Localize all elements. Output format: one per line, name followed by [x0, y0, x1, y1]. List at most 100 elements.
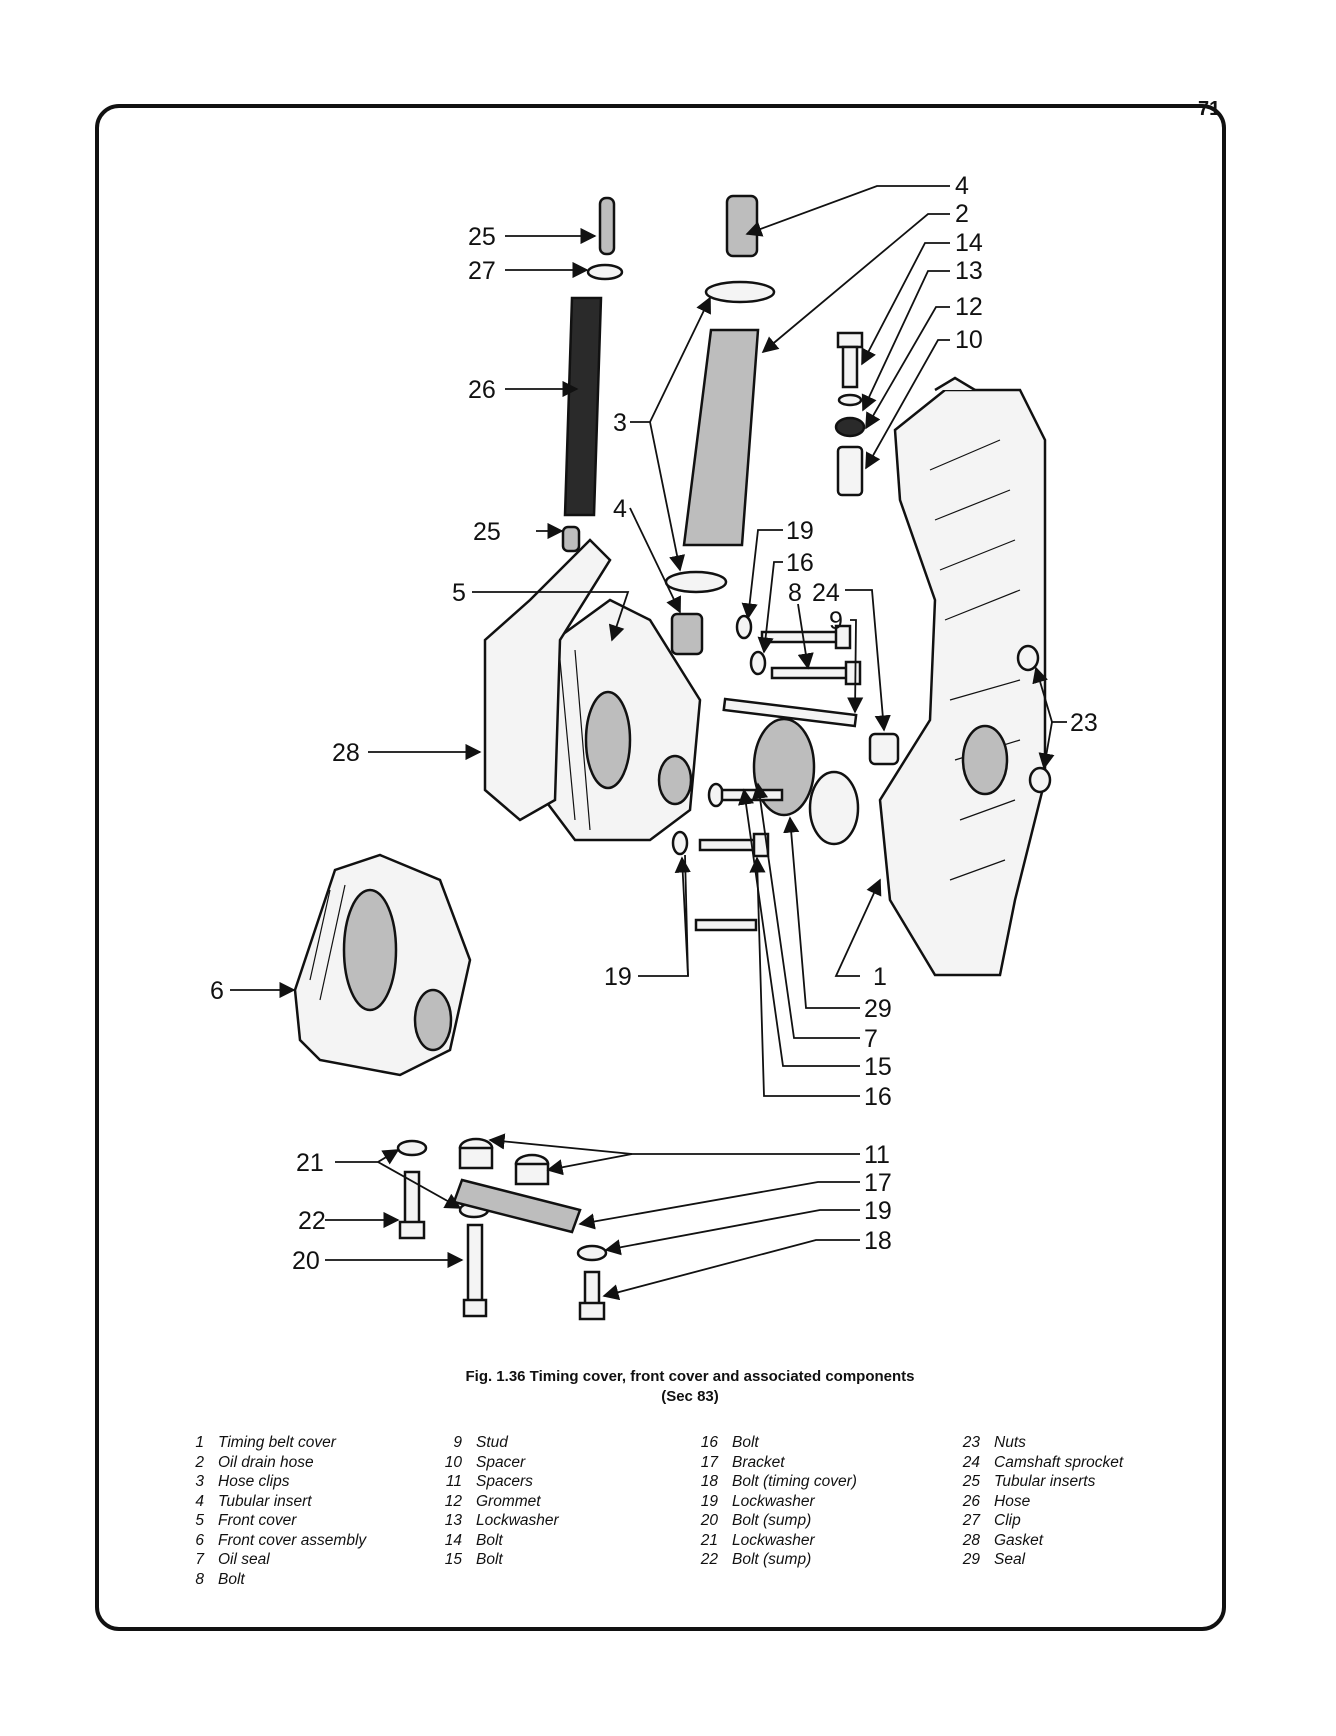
figure-caption-line2: (Sec 83): [661, 1388, 719, 1405]
bolt-22-shank: [403, 1170, 421, 1226]
callout-23: 23: [1070, 709, 1098, 737]
front-cover: [538, 598, 702, 842]
leader-lines: [230, 185, 1067, 1301]
nut-23-lower: [1028, 766, 1052, 794]
hose-clip-top: [704, 280, 776, 304]
callout-2: 2: [955, 200, 969, 228]
callout-9: 9: [829, 607, 843, 635]
stud: [722, 697, 858, 728]
callout-18: 18: [864, 1227, 892, 1255]
callout-16-b: 16: [864, 1083, 892, 1111]
spacers-11: [458, 1137, 550, 1186]
callout-19-c: 19: [864, 1197, 892, 1225]
callout-22: 22: [298, 1207, 326, 1235]
callout-13: 13: [955, 257, 983, 285]
tubular-insert-4-lower: [670, 612, 704, 656]
grommet-12: [834, 416, 866, 438]
callout-12: 12: [955, 293, 983, 321]
oil-drain-hose: [682, 328, 760, 547]
callout-29: 29: [864, 995, 892, 1023]
callout-4-mid: 4: [613, 495, 627, 523]
lockwasher-21-upper: [396, 1139, 428, 1157]
callout-20: 20: [292, 1247, 320, 1275]
tubular-insert-4-top: [725, 194, 759, 258]
callout-15: 15: [864, 1053, 892, 1081]
figure-caption: Fig. 1.36 Timing cover, front cover and …: [330, 1367, 1050, 1407]
callout-25-mid: 25: [473, 518, 501, 546]
tubular-insert-lower: [561, 525, 581, 553]
bolt-14: [836, 331, 864, 389]
callout-24: 24: [812, 579, 840, 607]
callout-11: 11: [864, 1141, 890, 1169]
bolt-16-upper: [770, 660, 862, 686]
bolt-16-lower: [694, 832, 770, 932]
page-frame: [95, 104, 1226, 1631]
spacer-24: [868, 732, 900, 766]
callout-19-b: 19: [604, 963, 632, 991]
lockwasher-19-c: [671, 830, 689, 856]
callout-26: 26: [468, 376, 496, 404]
spacer-10: [836, 445, 864, 497]
timing-belt-cover: [878, 376, 1047, 977]
callout-1: 1: [873, 963, 887, 991]
callout-labels: 4 2 14 13 12 10 25 27 26 3 4 25 19 16 8 …: [210, 172, 1098, 1275]
bolt-15: [720, 788, 784, 802]
lockwasher-19-b: [749, 650, 767, 676]
lockwasher-13: [837, 393, 863, 407]
bolt-18-shank: [583, 1270, 601, 1308]
front-cover-assembly: [293, 853, 472, 1077]
gasket: [483, 538, 612, 822]
nut-23-upper: [1016, 644, 1040, 672]
callout-25-top: 25: [468, 223, 496, 251]
tubular-insert-top: [598, 196, 616, 256]
figure-caption-line1: Fig. 1.36 Timing cover, front cover and …: [465, 1368, 915, 1385]
callout-4-top: 4: [955, 172, 969, 200]
callout-28: 28: [332, 739, 360, 767]
callout-5: 5: [452, 579, 466, 607]
hose-clip-lower: [664, 570, 728, 594]
hose: [563, 296, 603, 517]
bolt-20-shank: [466, 1223, 484, 1307]
clip: [586, 263, 624, 281]
bolt-18-head: [578, 1301, 606, 1321]
callout-6: 6: [210, 977, 224, 1005]
callout-21: 21: [296, 1149, 324, 1177]
lockwasher-19-bottom: [576, 1244, 608, 1262]
bolt-20-head: [462, 1298, 488, 1318]
callout-7: 7: [864, 1025, 878, 1053]
callout-10: 10: [955, 326, 983, 354]
callout-17: 17: [864, 1169, 892, 1197]
parts-artwork: [293, 194, 1052, 1321]
callout-14: 14: [955, 229, 983, 257]
callout-27: 27: [468, 257, 496, 285]
